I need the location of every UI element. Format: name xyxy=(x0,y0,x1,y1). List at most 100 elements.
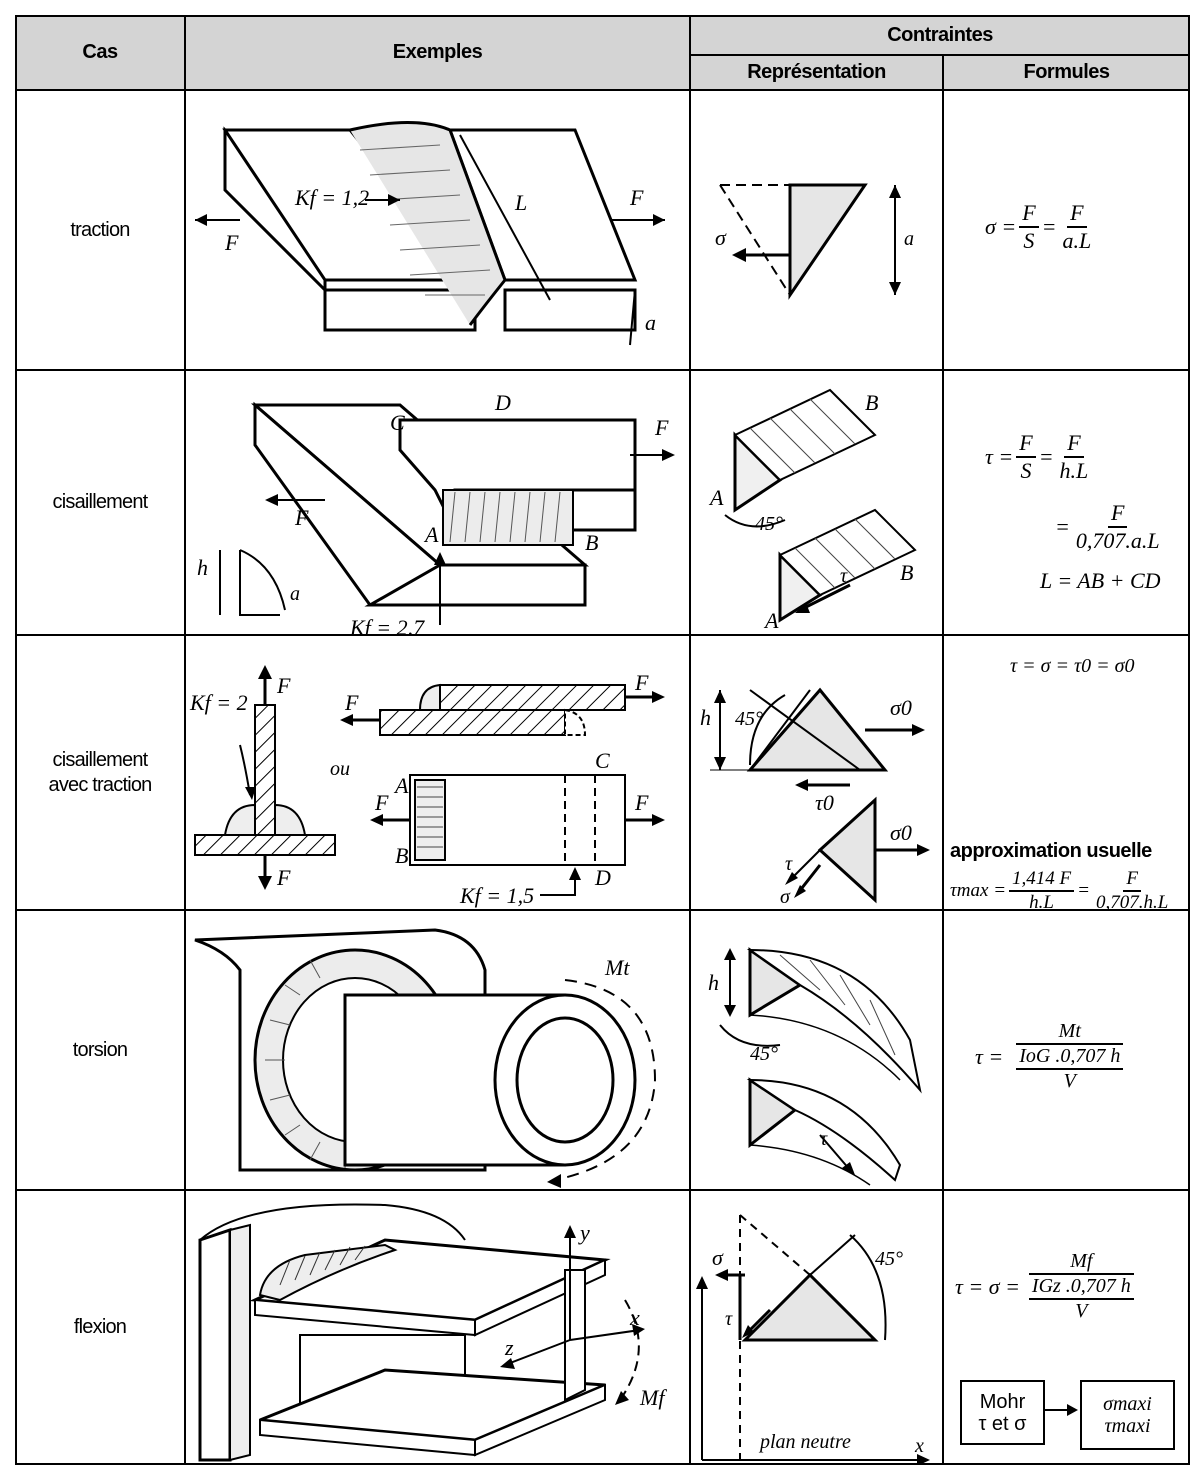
ct-f-bottom: F xyxy=(276,865,291,890)
ct-kf1-label: Kf = 2 xyxy=(189,690,248,715)
ct-f-d: F xyxy=(634,790,649,815)
ct-f1-num: 1,414 F xyxy=(1009,868,1075,892)
case-traction: traction xyxy=(15,90,185,370)
cisaillement-rep-b1: B xyxy=(865,390,878,415)
cisaillement-example-drawing: C D A B F F h a Kf = 2,7 xyxy=(197,390,675,635)
ct-formula-lhs: τmax = xyxy=(950,880,1007,901)
mohr-sub-label: τ et σ xyxy=(978,1412,1027,1435)
header-exemples: Exemples xyxy=(185,15,690,90)
traction-f1-den: S xyxy=(1023,228,1035,253)
case-flexion: flexion xyxy=(15,1190,185,1465)
traction-rep-sigma: σ xyxy=(715,225,727,250)
ct-rep-h: h xyxy=(700,705,711,730)
mohr-box: Mohr τ et σ xyxy=(960,1380,1045,1445)
case-cisaillement-traction: cisaillement avec traction xyxy=(15,635,185,910)
traction-kf-label: Kf = 1,2 xyxy=(294,185,369,210)
mohr-label: Mohr xyxy=(979,1390,1026,1413)
cisaillement-rep-b2: B xyxy=(900,560,913,585)
ct-f-b: F xyxy=(634,670,649,695)
cisaillement-f-left: F xyxy=(294,505,309,530)
ct-rep-sigma0-2: σ0 xyxy=(890,820,912,845)
case-torsion-label: torsion xyxy=(72,1038,128,1061)
ct-f-c: F xyxy=(374,790,389,815)
ct-rep-tau: τ xyxy=(785,853,793,875)
row-divider-1 xyxy=(15,369,1190,371)
traction-example-drawing: Kf = 1,2 F F L a xyxy=(195,121,665,346)
cisaillement-formula-eq: = xyxy=(1038,444,1054,469)
cisaillement-b-label: B xyxy=(585,530,598,555)
torsion-formula-lhs: τ = xyxy=(975,1043,1004,1069)
ct-label-B: B xyxy=(395,843,408,868)
torsion-rep-h: h xyxy=(708,970,719,995)
ct-f-top: F xyxy=(276,673,291,698)
traction-l-label: L xyxy=(514,190,527,215)
ct-formula-top: τ = σ = τ0 = σ0 xyxy=(1010,655,1135,677)
traction-f1-num: F xyxy=(1019,200,1039,228)
case-cisaillement: cisaillement xyxy=(15,370,185,635)
mohr-arrow xyxy=(1045,1404,1078,1416)
cisaillement-f3-den: 0,707.a.L xyxy=(1075,528,1160,553)
case-cisaillement-label: cisaillement xyxy=(52,491,149,513)
traction-f2-num: F xyxy=(1067,200,1087,228)
case-flexion-label: flexion xyxy=(73,1316,127,1338)
flexion-x-label: x xyxy=(629,1305,640,1330)
flexion-mf-label: Mf xyxy=(639,1385,667,1410)
cisaillement-d-label: D xyxy=(494,390,511,415)
torsion-den: V xyxy=(1063,1070,1076,1092)
traction-f-right: F xyxy=(629,185,644,210)
sigma-max-label: σmaxi xyxy=(1103,1393,1152,1415)
ct-f1-den: h.L xyxy=(1029,892,1054,913)
flexion-representation: σ 45° τ plan neutre x xyxy=(696,1214,930,1465)
table-border-right xyxy=(1188,15,1190,1465)
ct-f-a: F xyxy=(344,690,359,715)
ct-kf2-label: Kf = 1,5 xyxy=(459,883,534,908)
col-divider-3 xyxy=(942,55,944,1465)
cisaillement-a-label: A xyxy=(423,522,439,547)
header-representation: Représentation xyxy=(690,55,943,90)
cisaillement-h-label: h xyxy=(197,555,208,580)
cisaillement-f1-den: S xyxy=(1020,458,1032,483)
tau-max-label: τmaxi xyxy=(1104,1415,1151,1437)
cisaillement-formula-lhs: τ = xyxy=(985,444,1014,469)
header-formules: Formules xyxy=(943,55,1190,90)
flexion-formula: τ = σ = Mf IGz .0,707 h V xyxy=(955,1250,1137,1323)
torsion-example-drawing: Mt xyxy=(194,928,657,1188)
flexion-rep-sigma: σ xyxy=(712,1245,724,1270)
torsion-rep-tau: τ xyxy=(820,1128,828,1150)
ct-formula-eq: = xyxy=(1077,880,1090,901)
flexion-y-label: y xyxy=(578,1220,590,1245)
flexion-formula-lhs: τ = σ = xyxy=(955,1273,1020,1299)
traction-representation: σ a xyxy=(715,183,914,300)
cisaillement-rep-a1: A xyxy=(708,485,724,510)
traction-a-label: a xyxy=(645,310,656,335)
traction-rep-a: a xyxy=(904,228,914,250)
case-cisaillement-traction-line1: cisaillement xyxy=(52,748,149,771)
ct-f2-num: F xyxy=(1123,868,1141,892)
ct-rep-angle: 45° xyxy=(735,708,763,730)
ct-ou-label: ou xyxy=(330,758,350,780)
ct-rep-sigma0-1: σ0 xyxy=(890,695,912,720)
torsion-num: Mt xyxy=(1058,1020,1081,1042)
cisaillement-c-label: C xyxy=(390,410,405,435)
cisaillement-traction-example-drawing: Kf = 2 F F ou F F F F A B C D Kf = 1,5 xyxy=(189,665,665,908)
flexion-rep-plan: plan neutre xyxy=(758,1431,851,1453)
flexion-num: Mf xyxy=(1070,1250,1093,1272)
flexion-mid: IGz .0,707 h xyxy=(1028,1273,1134,1300)
max-stress-box: σmaxi τmaxi xyxy=(1080,1380,1175,1450)
cisaillement-rep-tau: τ xyxy=(840,565,848,587)
ct-label-A: A xyxy=(393,773,409,798)
cisaillement-kf-label: Kf = 2,7 xyxy=(349,615,425,635)
col-divider-2 xyxy=(689,15,691,1465)
cisaillement-f3-num: F xyxy=(1108,500,1128,528)
row-divider-3 xyxy=(15,909,1190,911)
flexion-example-drawing: y x z Mf xyxy=(198,1203,667,1462)
cisaillement-formula-eq2: = xyxy=(1055,514,1070,539)
flexion-rep-tau: τ xyxy=(725,1308,733,1330)
ct-rep-sigma: σ xyxy=(780,886,791,908)
torsion-formula: τ = Mt IoG .0,707 h V xyxy=(975,1020,1126,1093)
traction-formula-lhs: σ = xyxy=(985,214,1017,239)
